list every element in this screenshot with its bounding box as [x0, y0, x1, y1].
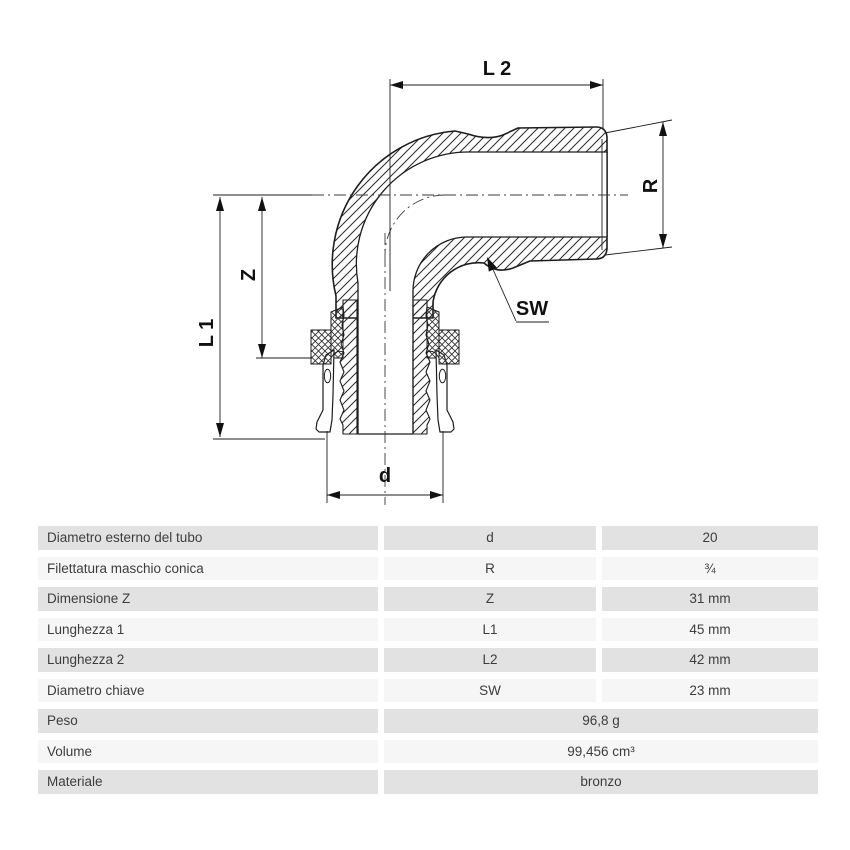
spec-value: 99,456 cm³ [384, 739, 818, 763]
nut-ear-left [310, 329, 332, 365]
axis-bend [384, 194, 446, 256]
dim-label-sw: SW [516, 298, 548, 320]
nut-ear-right [438, 329, 460, 365]
dimension-l2: L 2 [389, 58, 604, 291]
sight-hole-right [438, 368, 447, 384]
dimension-z: Z [238, 197, 312, 359]
spec-value: ¾ [602, 556, 818, 580]
spec-value: 45 mm [602, 617, 818, 641]
spec-row-label: Lunghezza 1 [38, 617, 378, 641]
spec-symbol: d [384, 526, 596, 550]
spec-value: 23 mm [602, 678, 818, 702]
claw-left [330, 350, 344, 359]
spec-row-label: Peso [38, 709, 378, 733]
centerlines [213, 194, 628, 505]
press-wall-left [339, 299, 358, 435]
spec-table: Diametro esterno del tubo d 20 Filettatu… [38, 526, 818, 794]
spec-symbol: R [384, 556, 596, 580]
dimension-d: d [326, 431, 444, 503]
spec-value: 31 mm [602, 587, 818, 611]
press-wall-right [412, 299, 431, 435]
dim-label-d: d [379, 465, 391, 487]
spec-row-label: Volume [38, 739, 378, 763]
claw-right [426, 350, 440, 359]
elbow-body [331, 126, 608, 435]
press-end-assembly [310, 299, 460, 435]
dim-label-z: Z [238, 269, 260, 281]
spec-row-label: Diametro esterno del tubo [38, 526, 378, 550]
spec-symbol: Z [384, 587, 596, 611]
spec-value: 42 mm [602, 648, 818, 672]
spec-symbol: L1 [384, 617, 596, 641]
sight-hole-left [323, 368, 332, 384]
spec-row-label: Lunghezza 2 [38, 648, 378, 672]
bore [355, 151, 608, 435]
dimension-l1: L 1 [196, 197, 325, 440]
spec-value: 96,8 g [384, 709, 818, 733]
spec-row-label: Diametro chiave [38, 678, 378, 702]
spec-symbol: SW [384, 678, 596, 702]
spec-row-label: Filettatura maschio conica [38, 556, 378, 580]
spec-value: bronzo [384, 770, 818, 794]
spec-row-label: Dimensione Z [38, 587, 378, 611]
dim-label-r: R [640, 178, 662, 193]
dimension-r: R [604, 119, 673, 256]
spec-symbol: L2 [384, 648, 596, 672]
dim-label-l2: L 2 [483, 58, 512, 80]
technical-drawing-elbow-fitting: L 2 R Z L 1 [196, 58, 673, 505]
callout-sw: SW [487, 257, 549, 323]
dim-label-l1: L 1 [196, 319, 218, 348]
spec-value: 20 [602, 526, 818, 550]
spec-row-label: Materiale [38, 770, 378, 794]
